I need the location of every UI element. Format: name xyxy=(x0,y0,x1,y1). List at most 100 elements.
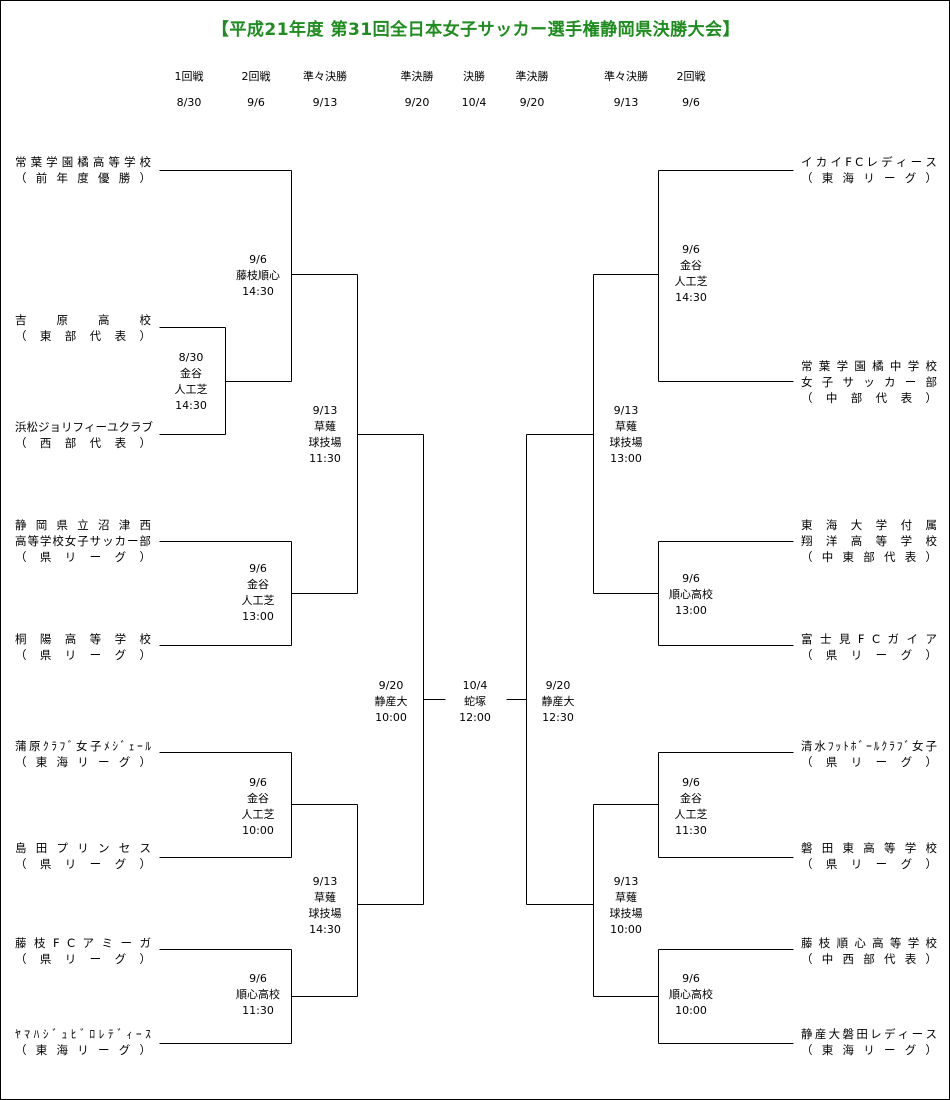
match-venue: 金谷 xyxy=(247,792,269,805)
team-affiliation: （中東部代表） xyxy=(801,550,937,564)
match-date: 9/20 xyxy=(378,679,404,692)
round-name-7: 準々決勝 xyxy=(604,70,648,83)
match-venue: 人工芝 xyxy=(174,383,208,396)
match-time: 12:00 xyxy=(459,711,491,724)
team-affiliation: （東部代表） xyxy=(15,329,151,343)
match-time: 10:00 xyxy=(375,711,407,724)
team-name: 高等学校女子サッカー部 xyxy=(15,534,151,548)
round-name-2: 2回戦 xyxy=(241,70,271,83)
match-venue: 人工芝 xyxy=(241,808,275,821)
round-name-3: 準々決勝 xyxy=(303,70,347,83)
match-venue: 金谷 xyxy=(247,578,269,591)
match-date: 10/4 xyxy=(462,679,488,692)
team-affiliation: （中西部代表） xyxy=(801,952,937,966)
match-venue: 金谷 xyxy=(680,259,702,272)
match-time: 10:00 xyxy=(675,1004,707,1017)
round-date-6: 9/20 xyxy=(519,96,545,109)
team-entry: 静岡県立沼津西高等学校女子サッカー部（県リーグ） xyxy=(15,517,151,565)
round-date-4: 9/20 xyxy=(404,96,430,109)
match-venue: 人工芝 xyxy=(241,594,275,607)
match-info: 9/6 金谷人工芝 10:00 xyxy=(213,775,303,839)
match-venue: 金谷 xyxy=(180,367,202,380)
team-affiliation: （東海リーグ） xyxy=(15,755,151,769)
team-name: 磐田東高等学校 xyxy=(801,841,937,855)
match-date: 9/6 xyxy=(682,972,700,985)
round-date-1: 8/30 xyxy=(176,96,202,109)
match-time: 14:30 xyxy=(242,285,274,298)
team-affiliation: （県リーグ） xyxy=(801,648,937,662)
match-info: 9/6 藤枝順心 14:30 xyxy=(213,252,303,300)
match-date: 9/6 xyxy=(249,253,267,266)
match-date: 9/13 xyxy=(613,404,639,417)
match-venue: 草薙 xyxy=(314,891,336,904)
round-date-5: 10/4 xyxy=(461,96,487,109)
team-name: 蒲原ｸﾗﾌﾞ女子ﾒｼﾞｪｰﾙ xyxy=(15,739,151,753)
team-entry: 常葉学園橘高等学校（前年度優勝） xyxy=(15,154,151,186)
match-venue: 球技場 xyxy=(308,436,342,449)
match-venue: 順心高校 xyxy=(669,588,713,601)
match-time: 11:30 xyxy=(242,1004,274,1017)
team-name: 東海大学付属 xyxy=(801,518,937,532)
match-venue: 草薙 xyxy=(314,420,336,433)
round-name-4: 準決勝 xyxy=(400,70,434,83)
match-time: 11:30 xyxy=(309,452,341,465)
team-name: 翔洋高等学校 xyxy=(801,534,937,548)
match-date: 9/6 xyxy=(682,243,700,256)
team-name: 静産大磐田レディース xyxy=(801,1027,937,1041)
team-affiliation: （県リーグ） xyxy=(801,755,937,769)
team-affiliation: （県リーグ） xyxy=(15,952,151,966)
team-entry: 吉原高校（東部代表） xyxy=(15,312,151,344)
team-affiliation: （県リーグ） xyxy=(15,648,151,662)
round-name-5: 決勝 xyxy=(463,70,485,83)
match-venue: 順心高校 xyxy=(669,988,713,1001)
match-time: 14:30 xyxy=(309,923,341,936)
match-date: 9/13 xyxy=(613,875,639,888)
match-venue: 人工芝 xyxy=(674,275,708,288)
team-entry: 静産大磐田レディース（東海リーグ） xyxy=(801,1026,937,1058)
match-venue: 人工芝 xyxy=(674,808,708,821)
match-info: 9/6 順心高校 10:00 xyxy=(646,971,736,1019)
team-affiliation: （東海リーグ） xyxy=(801,171,937,185)
team-name: 女子サッカー部 xyxy=(801,375,937,389)
team-entry: 東海大学付属翔洋高等学校 （中東部代表） xyxy=(801,517,937,565)
match-time: 10:00 xyxy=(242,824,274,837)
round-date-7: 9/13 xyxy=(613,96,639,109)
match-time: 10:00 xyxy=(610,923,642,936)
round-name-1: 1回戦 xyxy=(174,70,204,83)
team-affiliation: （県リーグ） xyxy=(801,857,937,871)
match-venue: 藤枝順心 xyxy=(236,269,280,282)
team-entry: 島田プリンセス（県リーグ） xyxy=(15,840,151,872)
team-affiliation: （県リーグ） xyxy=(15,857,151,871)
match-venue: 草薙 xyxy=(615,420,637,433)
page-title: 【平成21年度 第31回全日本女子サッカー選手権静岡県決勝大会】 xyxy=(211,20,741,40)
round-name-6: 準決勝 xyxy=(515,70,549,83)
match-date: 9/6 xyxy=(682,572,700,585)
match-date: 9/20 xyxy=(545,679,571,692)
team-name: 藤枝順心高等学校 xyxy=(801,936,937,950)
match-venue: 蛇塚 xyxy=(464,695,486,708)
team-name: 常葉学園橘高等学校 xyxy=(15,155,151,169)
team-name: ﾔﾏﾊｼﾞｭﾋﾞﾛﾚﾃﾞｨｰｽ xyxy=(15,1027,151,1041)
match-date: 9/6 xyxy=(249,972,267,985)
match-venue: 静産大 xyxy=(541,695,575,708)
team-entry: 磐田東高等学校 （県リーグ） xyxy=(801,840,937,872)
match-date: 9/6 xyxy=(249,776,267,789)
